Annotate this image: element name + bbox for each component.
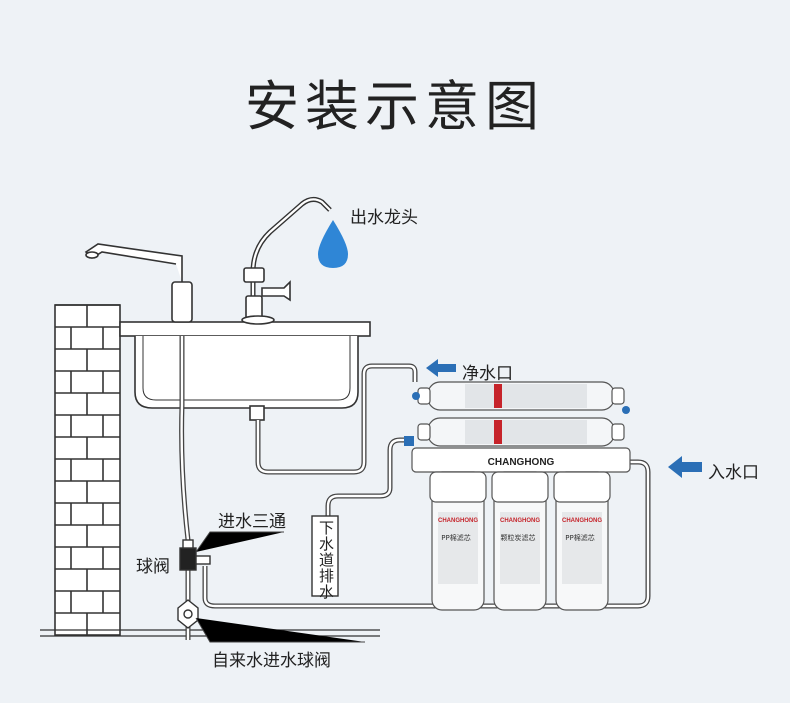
filter-2-name: 颗粒炭滤芯: [501, 533, 536, 542]
countertop: [119, 321, 371, 337]
page-title: 安装示意图: [245, 75, 545, 138]
purified-faucet: [241, 196, 332, 325]
brand-label: CHANGHONG: [488, 457, 555, 468]
main-faucet: [84, 243, 193, 323]
label-tap-valve: 自来水进水球阀: [212, 651, 331, 671]
water-drop-icon: [318, 220, 348, 268]
arrow-clean-outlet-icon: [426, 359, 456, 377]
tap-ball-valve: [177, 599, 199, 629]
filter-1-name: PP棉滤芯: [441, 533, 470, 542]
filter-unit: [404, 381, 631, 611]
brick-wall: [54, 304, 121, 636]
label-ball-valve: 球阀: [136, 557, 170, 577]
filter-3-brand: CHANGHONG: [562, 518, 602, 524]
label-inlet: 入水口: [708, 463, 759, 483]
tee-fitting: [179, 539, 211, 571]
filter-2-brand: CHANGHONG: [500, 518, 540, 524]
pipe-highlights: [180, 336, 650, 640]
label-clean-outlet: 净水口: [462, 364, 513, 384]
label-drain: 下水道排水: [317, 520, 335, 600]
sink-basin: [134, 336, 359, 421]
drain-box: [311, 515, 339, 597]
label-faucet: 出水龙头: [350, 208, 418, 228]
filter-1-brand: CHANGHONG: [438, 518, 478, 524]
arrow-inlet-icon: [668, 456, 702, 478]
filter-3-name: PP棉滤芯: [565, 533, 594, 542]
leader-lines: [195, 531, 365, 643]
label-tee: 进水三通: [218, 512, 286, 532]
